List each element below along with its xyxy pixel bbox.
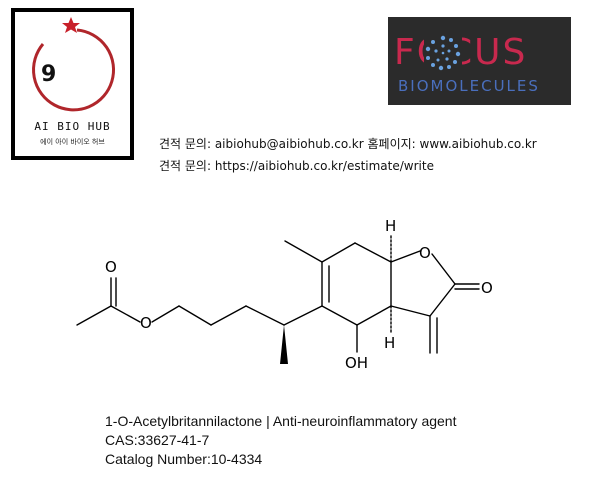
logo-number: 9 [41, 62, 56, 87]
product-catalog-number: Catalog Number:10-4334 [105, 451, 263, 467]
bond [76, 305, 112, 326]
focus-dots-icon [424, 34, 462, 72]
logo-ring-graphic: 9 [32, 17, 115, 112]
wedge-bond [280, 325, 288, 364]
bond [110, 305, 141, 323]
contact-line-email: 견적 문의: aibiohub@aibiohub.co.kr 홈페이지: www… [159, 137, 537, 151]
product-name: 1-O-Acetylbritannilactone | Anti-neuroin… [105, 413, 457, 429]
aibiohub-logo: 9 AI BIO HUB 에이 아이 바이오 허브 [11, 8, 134, 160]
bond [390, 305, 431, 317]
atom-o-ring: O [419, 244, 431, 262]
bond [151, 305, 180, 323]
atom-h-top: H [385, 217, 396, 235]
contact-line-estimate: 견적 문의: https://aibiohub.co.kr/estimate/w… [159, 159, 434, 173]
bond [283, 305, 323, 326]
logo-subtitle: 에이 아이 바이오 허브 [40, 138, 105, 146]
bond [321, 305, 358, 326]
bond [354, 242, 392, 263]
bond [431, 253, 456, 285]
bond [210, 305, 247, 326]
bond [284, 240, 323, 263]
bond [178, 305, 212, 326]
bond [245, 305, 285, 326]
bond [390, 250, 421, 263]
logo-title: AI BIO HUB [34, 120, 111, 133]
bond [429, 283, 456, 317]
focus-subtitle: BIOMOLECULES [398, 77, 540, 95]
atom-h-bottom: H [384, 334, 395, 352]
atom-oh: OH [345, 354, 368, 372]
logo-ring [32, 28, 115, 112]
atom-o-carbonyl: O [105, 258, 117, 276]
product-cas: CAS:33627-41-7 [105, 432, 210, 448]
atom-o-lactone: O [481, 279, 493, 297]
logo-star-icon [62, 17, 80, 33]
bond [356, 305, 392, 326]
bond [321, 242, 356, 263]
focus-biomolecules-logo: FOCUS BIOMOLECULES [388, 17, 571, 105]
atom-o-ester: O [140, 314, 152, 332]
